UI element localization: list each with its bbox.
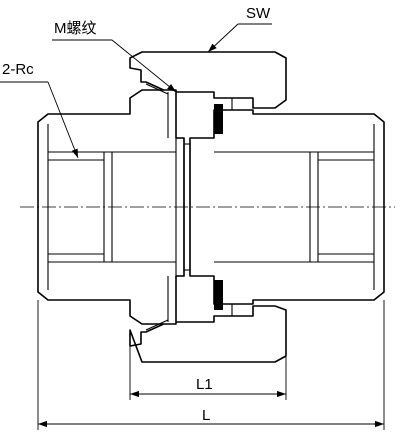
label-rc: 2-Rc (2, 61, 34, 78)
label-sw: SW (246, 5, 271, 22)
label-thread: M螺纹 (54, 20, 97, 37)
dimension-label-l1: L1 (196, 376, 213, 393)
leader-sw-arrow (207, 23, 239, 53)
leader-rc-arrow (47, 81, 79, 159)
seal-ring-top (214, 104, 223, 134)
seal-ring-bottom (214, 280, 223, 310)
leader-thread-arrow (111, 39, 177, 93)
dimension-label-l: L (202, 407, 210, 424)
union-nut-top (129, 51, 287, 109)
union-nut-bottom (129, 305, 287, 363)
